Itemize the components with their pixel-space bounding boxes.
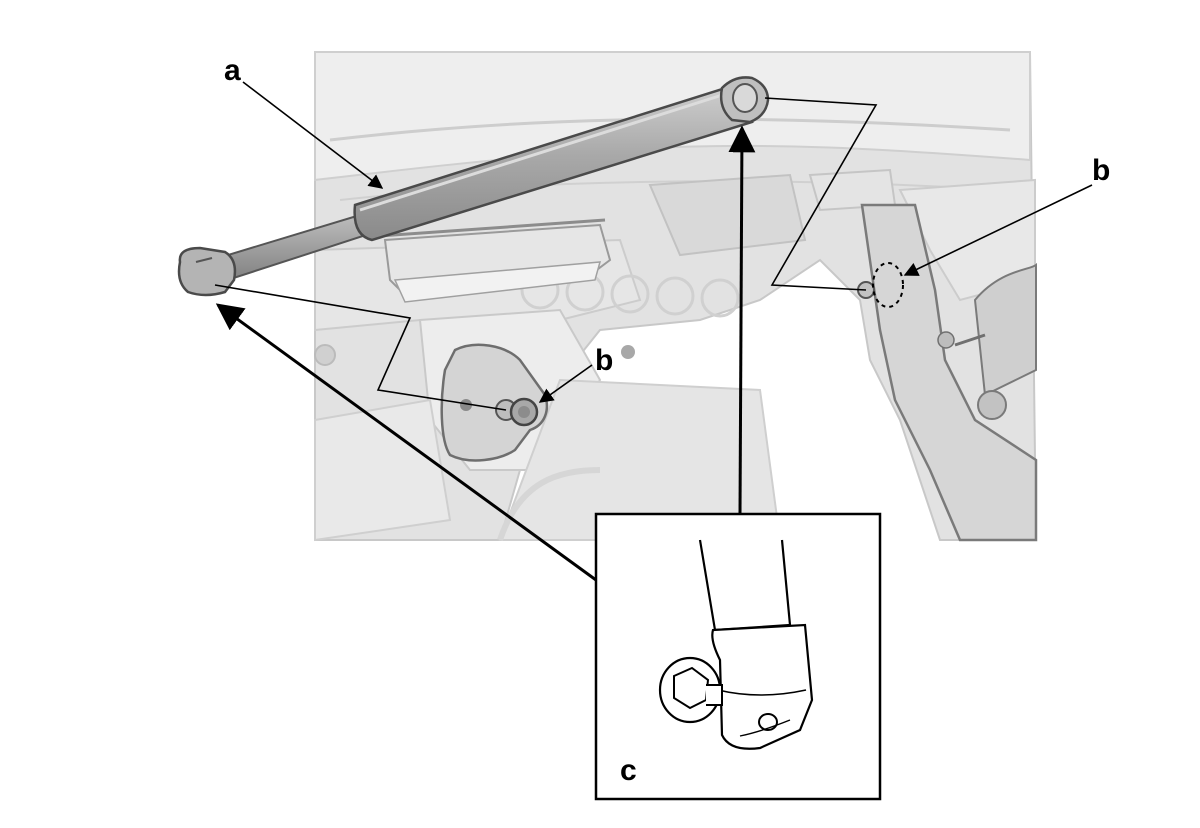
right-hinge-bracket xyxy=(860,203,1038,542)
detail-arrow-up xyxy=(728,125,756,515)
callout-label-b-right: b xyxy=(1092,154,1110,187)
left-mounting-plate xyxy=(440,343,549,462)
arrow-a xyxy=(242,81,384,189)
callout-label-c: c xyxy=(620,754,637,787)
detail-arrow-left xyxy=(215,303,597,582)
arrow-b-right xyxy=(903,184,1093,276)
connector-lines xyxy=(214,97,878,411)
callout-label-a: a xyxy=(224,54,241,87)
callout-label-b-left: b xyxy=(595,344,613,377)
arrow-b-left xyxy=(538,364,593,403)
lamp-housing xyxy=(379,218,612,303)
detail-inset xyxy=(594,512,882,801)
detail-arrows xyxy=(215,125,756,582)
gas-strut xyxy=(177,76,770,297)
